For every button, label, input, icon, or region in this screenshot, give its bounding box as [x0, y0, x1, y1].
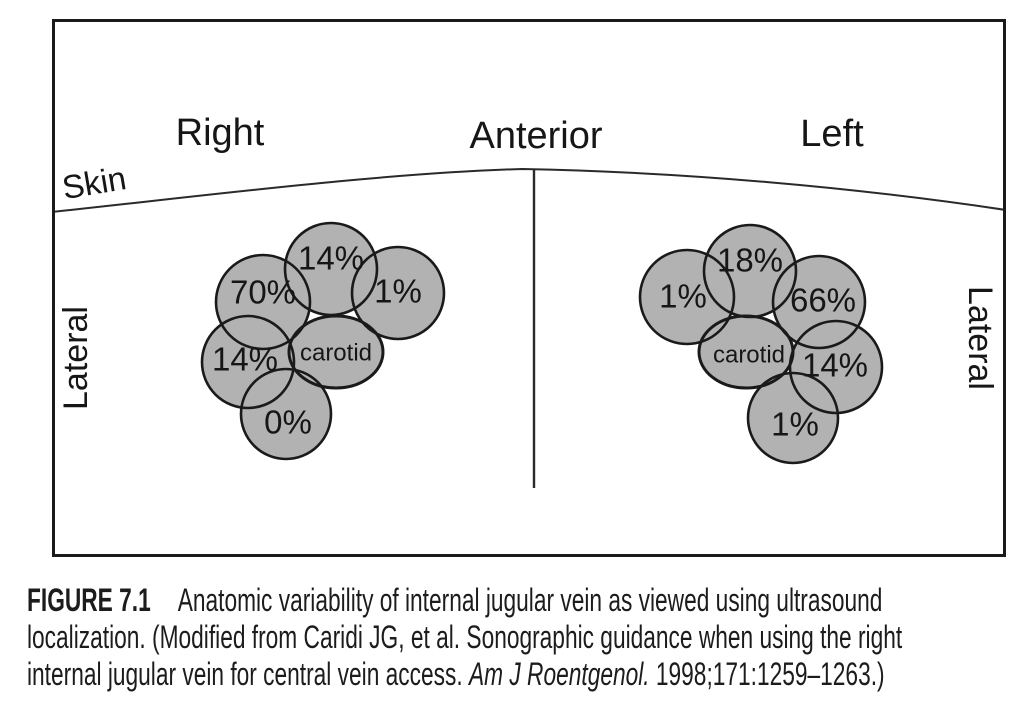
carotid-artery-right-side [287, 314, 385, 390]
orientation-label-right: Right [176, 112, 265, 154]
ijv-position-fill-0pct [241, 369, 331, 459]
ijv-position-circle-1pct-medial [638, 248, 736, 346]
ijv-position-circle-66pct [771, 254, 867, 350]
right-ijv-cluster-labels: 70% 14% 1% 14% 0% carotid [212, 240, 422, 441]
ijv-position-circle-14pct-lateral [200, 314, 296, 410]
pct-label-1-posterior: 1% [771, 406, 819, 443]
ijv-position-fill-1pct [352, 247, 444, 339]
caption-line-1-text: Anatomic variability of internal jugular… [177, 582, 883, 618]
caption-line-3: internal jugular vein for central vein a… [27, 656, 1007, 693]
pct-label-18: 18% [717, 242, 783, 279]
ijv-position-circle-70pct [214, 253, 312, 351]
pct-label-1-medial: 1% [659, 278, 707, 315]
left-ijv-cluster-outlines [638, 223, 884, 465]
caption-line-3-post: 1998;171:1259–1263.) [649, 656, 885, 692]
right-ijv-cluster-outlines [200, 221, 446, 461]
pct-label-14-anterior: 14% [298, 240, 364, 277]
carotid-label-left-side: carotid [713, 342, 785, 369]
figure-panel: Right Anterior Left Skin Lateral Lateral [52, 19, 1006, 557]
carotid-fill-left-side [699, 316, 793, 388]
figure-number-label: FIGURE 7.1 [27, 582, 151, 618]
caption-line-1: FIGURE 7.1 Anatomic variability of intern… [27, 582, 1007, 619]
skin-contour-line [55, 167, 1003, 213]
pct-label-1: 1% [374, 273, 422, 310]
caption-line-2: localization. (Modified from Caridi JG, … [27, 619, 903, 655]
ijv-position-circle-1pct-posterior [746, 371, 840, 465]
right-ijv-cluster-fills [202, 223, 444, 459]
ijv-position-circle-0pct [239, 367, 333, 461]
anatomy-diagram: Right Anterior Left Skin Lateral Lateral [55, 112, 1003, 488]
pct-label-0: 0% [264, 404, 312, 441]
pct-label-14-lateral: 14% [212, 341, 278, 378]
lateral-label-right-side: Lateral [961, 286, 999, 390]
pct-label-14: 14% [802, 347, 868, 384]
carotid-label-right-side: carotid [300, 340, 372, 367]
caption-line-3-pre: internal jugular vein for central vein a… [27, 656, 469, 692]
ijv-position-circle-1pct [350, 245, 446, 341]
carotid-artery-left-side [697, 314, 795, 390]
pct-label-70: 70% [230, 274, 296, 311]
pct-label-66: 66% [790, 282, 856, 319]
figure-caption: FIGURE 7.1 Anatomic variability of intern… [27, 582, 1007, 693]
carotid-fill-right-side [289, 316, 383, 388]
orientation-label-anterior: Anterior [469, 115, 602, 157]
caption-journal-name: Am J Roentgenol. [468, 656, 650, 692]
left-ijv-cluster-labels: 1% 18% 66% 14% 1% carotid [659, 242, 868, 443]
lateral-label-left-side: Lateral [57, 306, 95, 410]
skin-label: Skin [59, 159, 128, 206]
ijv-position-fill-1pct-posterior [748, 373, 838, 463]
orientation-label-left: Left [800, 113, 864, 155]
